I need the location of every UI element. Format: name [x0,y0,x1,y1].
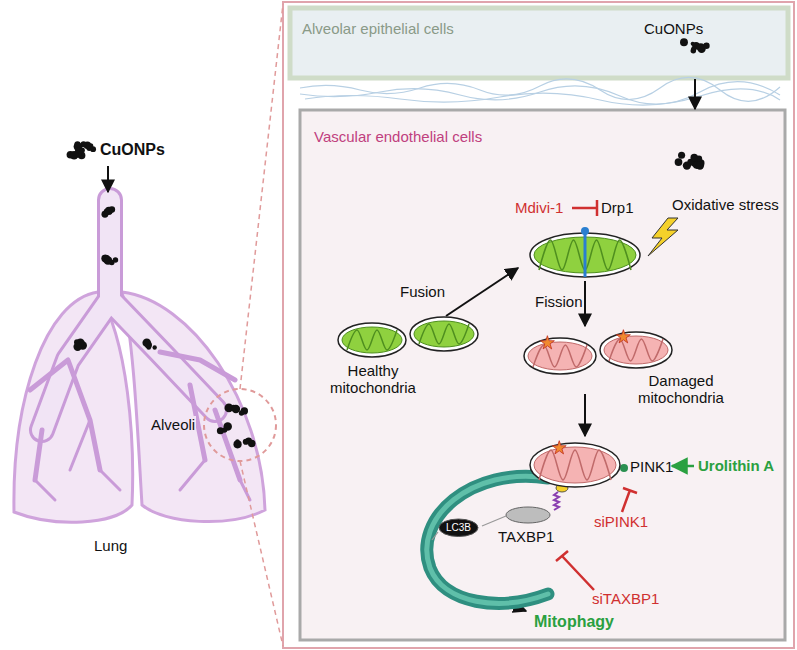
epithelial-layer: Alveolar epithelial cells CuONPs [290,8,788,78]
basement-fibers [300,77,780,105]
oxidative-bolt [648,218,678,256]
nanoparticle [697,43,705,51]
damage-arrow [584,394,586,436]
mitochondrion [530,441,620,487]
label: Fission [535,293,583,310]
label: Oxidative stress [672,196,779,213]
inner-membrane [604,336,668,364]
drp1-ring [584,233,587,277]
pink1-dot [620,464,628,472]
lc3b-ellipse: LC3B [438,518,479,538]
nanoparticle [79,148,84,153]
label: Damaged mitochondria [626,372,736,407]
label: Healthy mitochondria [318,362,428,397]
mitochondrion [600,330,672,368]
left-lung [14,292,133,522]
zoom-circle [204,389,276,461]
label: Lung [94,537,127,554]
node-text: LC3B [446,522,471,534]
nanoparticle [680,38,688,46]
node-text: CuONPs [644,20,703,37]
outer-membrane [524,338,596,374]
zoom-lines [240,4,283,646]
label: Alveoli [150,416,196,433]
fission-arrow [584,281,586,326]
label: PINK1 [630,458,673,475]
damage-mark [616,330,630,343]
cristae [609,339,663,361]
drp1-dot [581,227,589,235]
nanoparticle [703,43,709,49]
vascular-box-fill [300,110,785,640]
inner-membrane [414,321,474,347]
nanoparticle [101,211,108,218]
nanoparticle [74,141,80,147]
label: Mdivi-1 [515,199,563,216]
nanoparticle [243,439,249,445]
ellipse-shape [439,519,478,537]
outer-membrane [530,233,640,277]
label: siPINK1 [594,513,648,530]
mitochondrion [530,233,640,277]
panel-frame [283,2,794,648]
ubiquitin-chain [554,492,559,510]
nanoparticle [232,405,240,413]
fusion-arrow [446,268,518,316]
label: Drp1 [601,199,634,216]
nanoparticle [690,154,698,162]
taxbp1-protein [506,507,550,523]
nanoparticle [113,257,118,262]
nanoparticle [142,338,151,347]
label: Fusion [400,283,445,300]
nanoparticle [239,410,244,415]
cristae [539,450,611,480]
nanoparticle [70,151,79,160]
nanoparticle [678,152,685,159]
node-text: Vascular endothelial cells [314,128,482,145]
cristae [533,345,587,367]
label: Urolithin A [698,457,774,474]
inner-membrane [342,327,402,353]
nanoparticle [691,46,695,50]
node-text: Alveolar epithelial cells [302,20,454,37]
nanoparticle [152,345,156,349]
adapter-link [482,516,506,526]
mitochondrion [410,317,478,351]
nanoparticle [81,141,87,147]
nanoparticle [104,211,109,216]
outer-membrane [600,332,672,368]
nanoparticle [248,440,255,447]
activation-arrow [672,465,694,468]
uptake-arrow [694,79,696,109]
inner-membrane [528,342,592,370]
label: Mitophagy [534,613,614,631]
label: TAXBP1 [498,528,554,545]
inhale-arrow [107,166,109,192]
mitochondrion [338,323,406,357]
nanoparticle [73,343,81,351]
damage-mark [552,441,566,454]
nanoparticle [104,257,112,265]
outer-membrane [530,443,620,487]
inner-membrane [534,447,616,483]
mitochondrion [524,336,596,374]
lc3-anchor [432,532,438,540]
nanoparticle [696,161,704,169]
label: siTAXBP1 [592,590,659,607]
label: CuONPs [100,141,165,159]
epithelial-band-fill [290,8,788,78]
outer-membrane [410,317,478,351]
cristae [347,330,397,350]
damage-mark [540,336,554,349]
outer-membrane [338,323,406,357]
airways [30,200,250,500]
nanoparticle [109,206,115,212]
cristae [419,324,469,344]
nanoparticle [222,427,227,432]
nanoparticle [675,158,683,166]
nanoparticle [235,439,239,443]
